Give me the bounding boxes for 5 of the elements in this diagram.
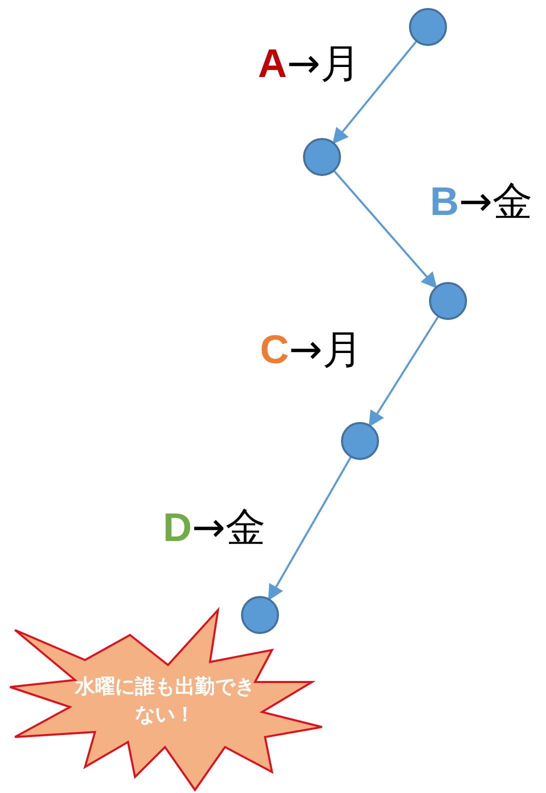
arrow: [368, 316, 440, 428]
warning-text: 水曜に誰も出勤できない！: [75, 673, 255, 728]
arrow: [333, 170, 438, 289]
arrow: [332, 40, 418, 144]
arrow: [268, 456, 352, 601]
